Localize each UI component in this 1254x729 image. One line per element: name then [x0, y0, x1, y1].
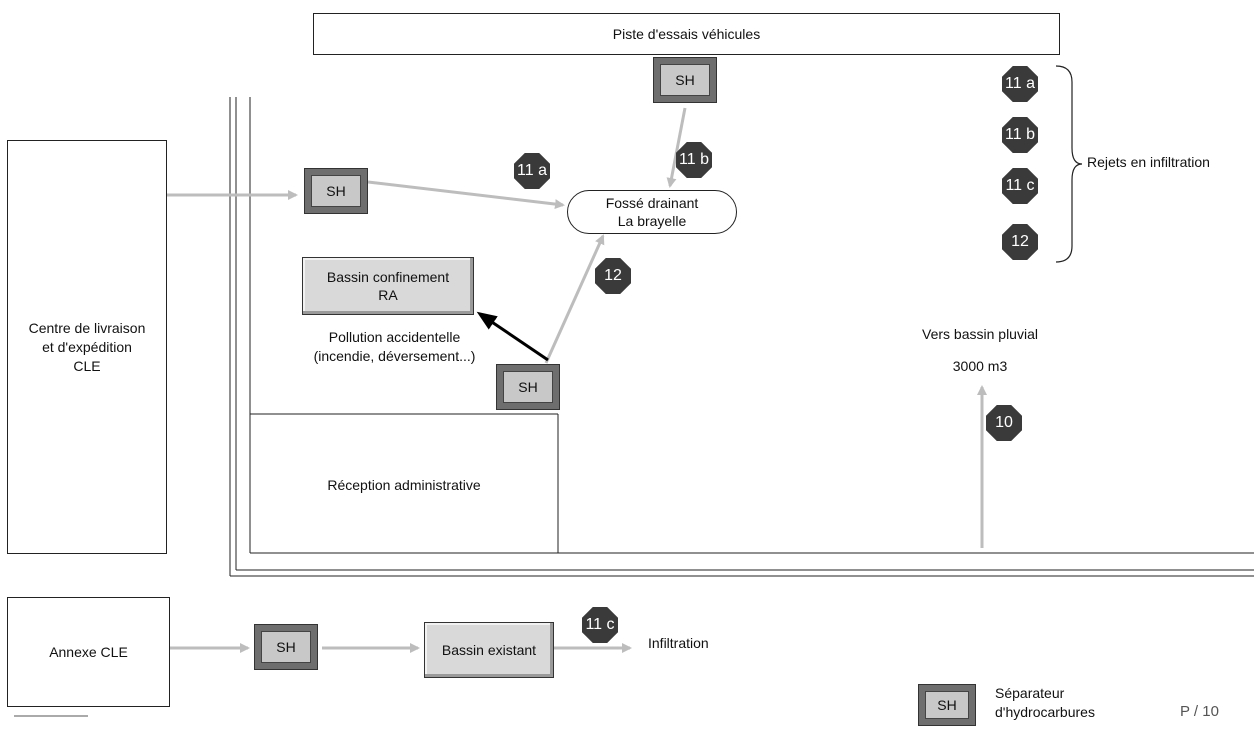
- drainage-ditch-node: Fossé drainant La brayelle: [567, 190, 737, 234]
- marker-11b-ditch: 11 b: [676, 142, 712, 178]
- marker-11a-list: 11 a: [1002, 66, 1038, 102]
- marker-12-ditch: 12: [595, 258, 631, 294]
- marker-11a-left: 11 a: [514, 153, 550, 189]
- delivery-center-box: Centre de livraison et d'expédition CLE: [7, 140, 167, 554]
- separator-label: SH: [326, 183, 346, 199]
- flow-arrows: [166, 107, 987, 653]
- infiltration-discharges-label: Rejets en infiltration: [1087, 154, 1210, 170]
- legend-text: Séparateur d'hydrocarbures: [995, 685, 1095, 720]
- rain-basin-volume: 3000 m3: [952, 358, 1008, 374]
- marker-12-list: 12: [1002, 224, 1038, 260]
- marker-11c-list: 11 c: [1002, 168, 1038, 204]
- separator-test-track: SH: [653, 57, 717, 103]
- legend-symbol-label: SH: [937, 697, 957, 713]
- infiltration-label: Infiltration: [648, 635, 709, 651]
- separator-label: SH: [276, 639, 296, 655]
- annex-box: Annexe CLE: [7, 597, 170, 707]
- legend-separator-symbol: SH: [918, 684, 976, 726]
- separator-label: SH: [518, 379, 538, 395]
- annex-label: Annexe CLE: [49, 643, 128, 660]
- rain-basin-label: Vers bassin pluvial: [922, 326, 1038, 342]
- site-boundary: [229, 97, 1254, 577]
- pollution-arrow: [476, 311, 549, 362]
- separator-delivery: SH: [304, 168, 368, 214]
- delivery-center-label: Centre de livraison et d'expédition CLE: [28, 319, 146, 374]
- test-track-label: Piste d'essais véhicules: [612, 25, 761, 42]
- test-track-box: Piste d'essais véhicules: [313, 13, 1060, 55]
- admin-reception-label: Réception administrative: [327, 477, 481, 493]
- existing-basin-label: Bassin existant: [441, 642, 537, 658]
- separator-label: SH: [675, 72, 695, 88]
- page-number: P / 10: [1180, 703, 1219, 720]
- marker-11b-list: 11 b: [1002, 117, 1038, 153]
- separator-annex: SH: [254, 624, 318, 670]
- drainage-ditch-label: Fossé drainant La brayelle: [605, 195, 699, 229]
- confinement-basin-box: Bassin confinement RA: [302, 257, 474, 315]
- separator-pollution: SH: [496, 364, 560, 410]
- marker-10: 10: [986, 405, 1022, 441]
- existing-basin-box: Bassin existant: [424, 622, 554, 678]
- confinement-basin-label: Bassin confinement RA: [326, 269, 450, 303]
- accidental-pollution-label: Pollution accidentelle (incendie, dévers…: [313, 329, 476, 364]
- marker-11c-annex: 11 c: [582, 607, 618, 643]
- discharge-brace: [1055, 65, 1083, 263]
